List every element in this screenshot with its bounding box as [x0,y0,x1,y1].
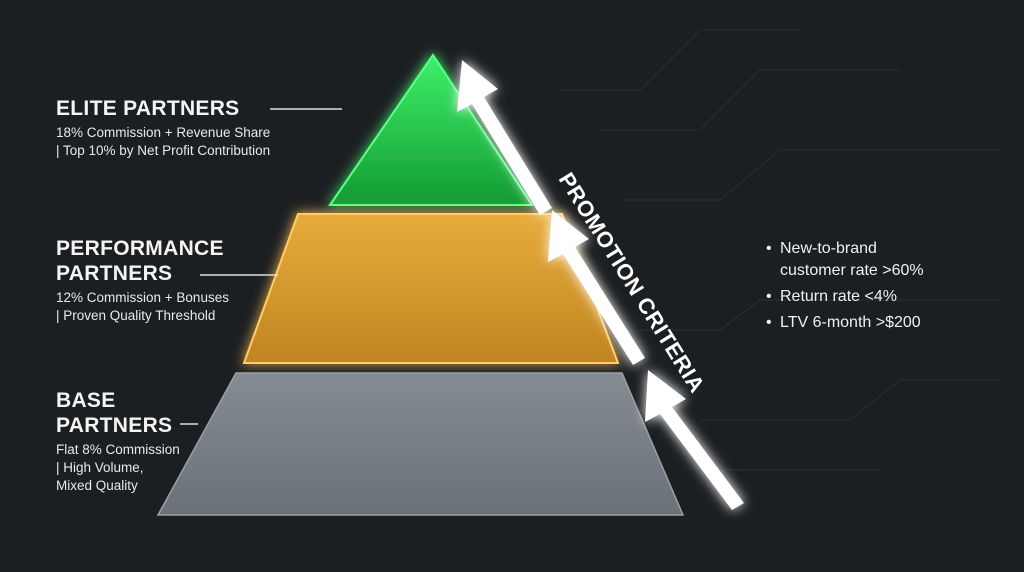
promotion-arrow-icon [645,370,744,510]
performance-desc-1: 12% Commission + Bonuses [56,290,229,305]
performance-title-2: PARTNERS [56,262,173,285]
elite-title: ELITE PARTNERS [56,97,240,120]
base-tier-label: BASE PARTNERS Flat 8% Commission | High … [56,388,180,495]
base-title-1: BASE [56,389,116,412]
elite-desc-2: | Top 10% by Net Profit Contribution [56,143,271,158]
promotion-arrow-icon [548,210,645,365]
criteria-list: New-to-brand customer rate >60% Return r… [766,238,930,338]
criteria-item: New-to-brand customer rate >60% [766,238,930,282]
elite-desc-1: 18% Commission + Revenue Share [56,125,271,140]
promotion-arrow-icon [457,60,552,215]
base-desc-3: Mixed Quality [56,478,138,493]
criteria-item: Return rate <4% [766,286,930,308]
elite-tier-label: ELITE PARTNERS 18% Commission + Revenue … [56,96,270,160]
base-desc-2: | High Volume, [56,460,144,475]
elite-tier-shape [328,53,534,206]
performance-title-1: PERFORMANCE [56,237,224,260]
criteria-item: LTV 6-month >$200 [766,312,930,334]
base-desc-1: Flat 8% Commission [56,442,180,457]
base-tier-shape [156,372,685,516]
performance-tier-label: PERFORMANCE PARTNERS 12% Commission + Bo… [56,236,229,325]
performance-desc-2: | Proven Quality Threshold [56,308,216,323]
performance-tier-shape [242,213,620,364]
base-title-2: PARTNERS [56,414,173,437]
